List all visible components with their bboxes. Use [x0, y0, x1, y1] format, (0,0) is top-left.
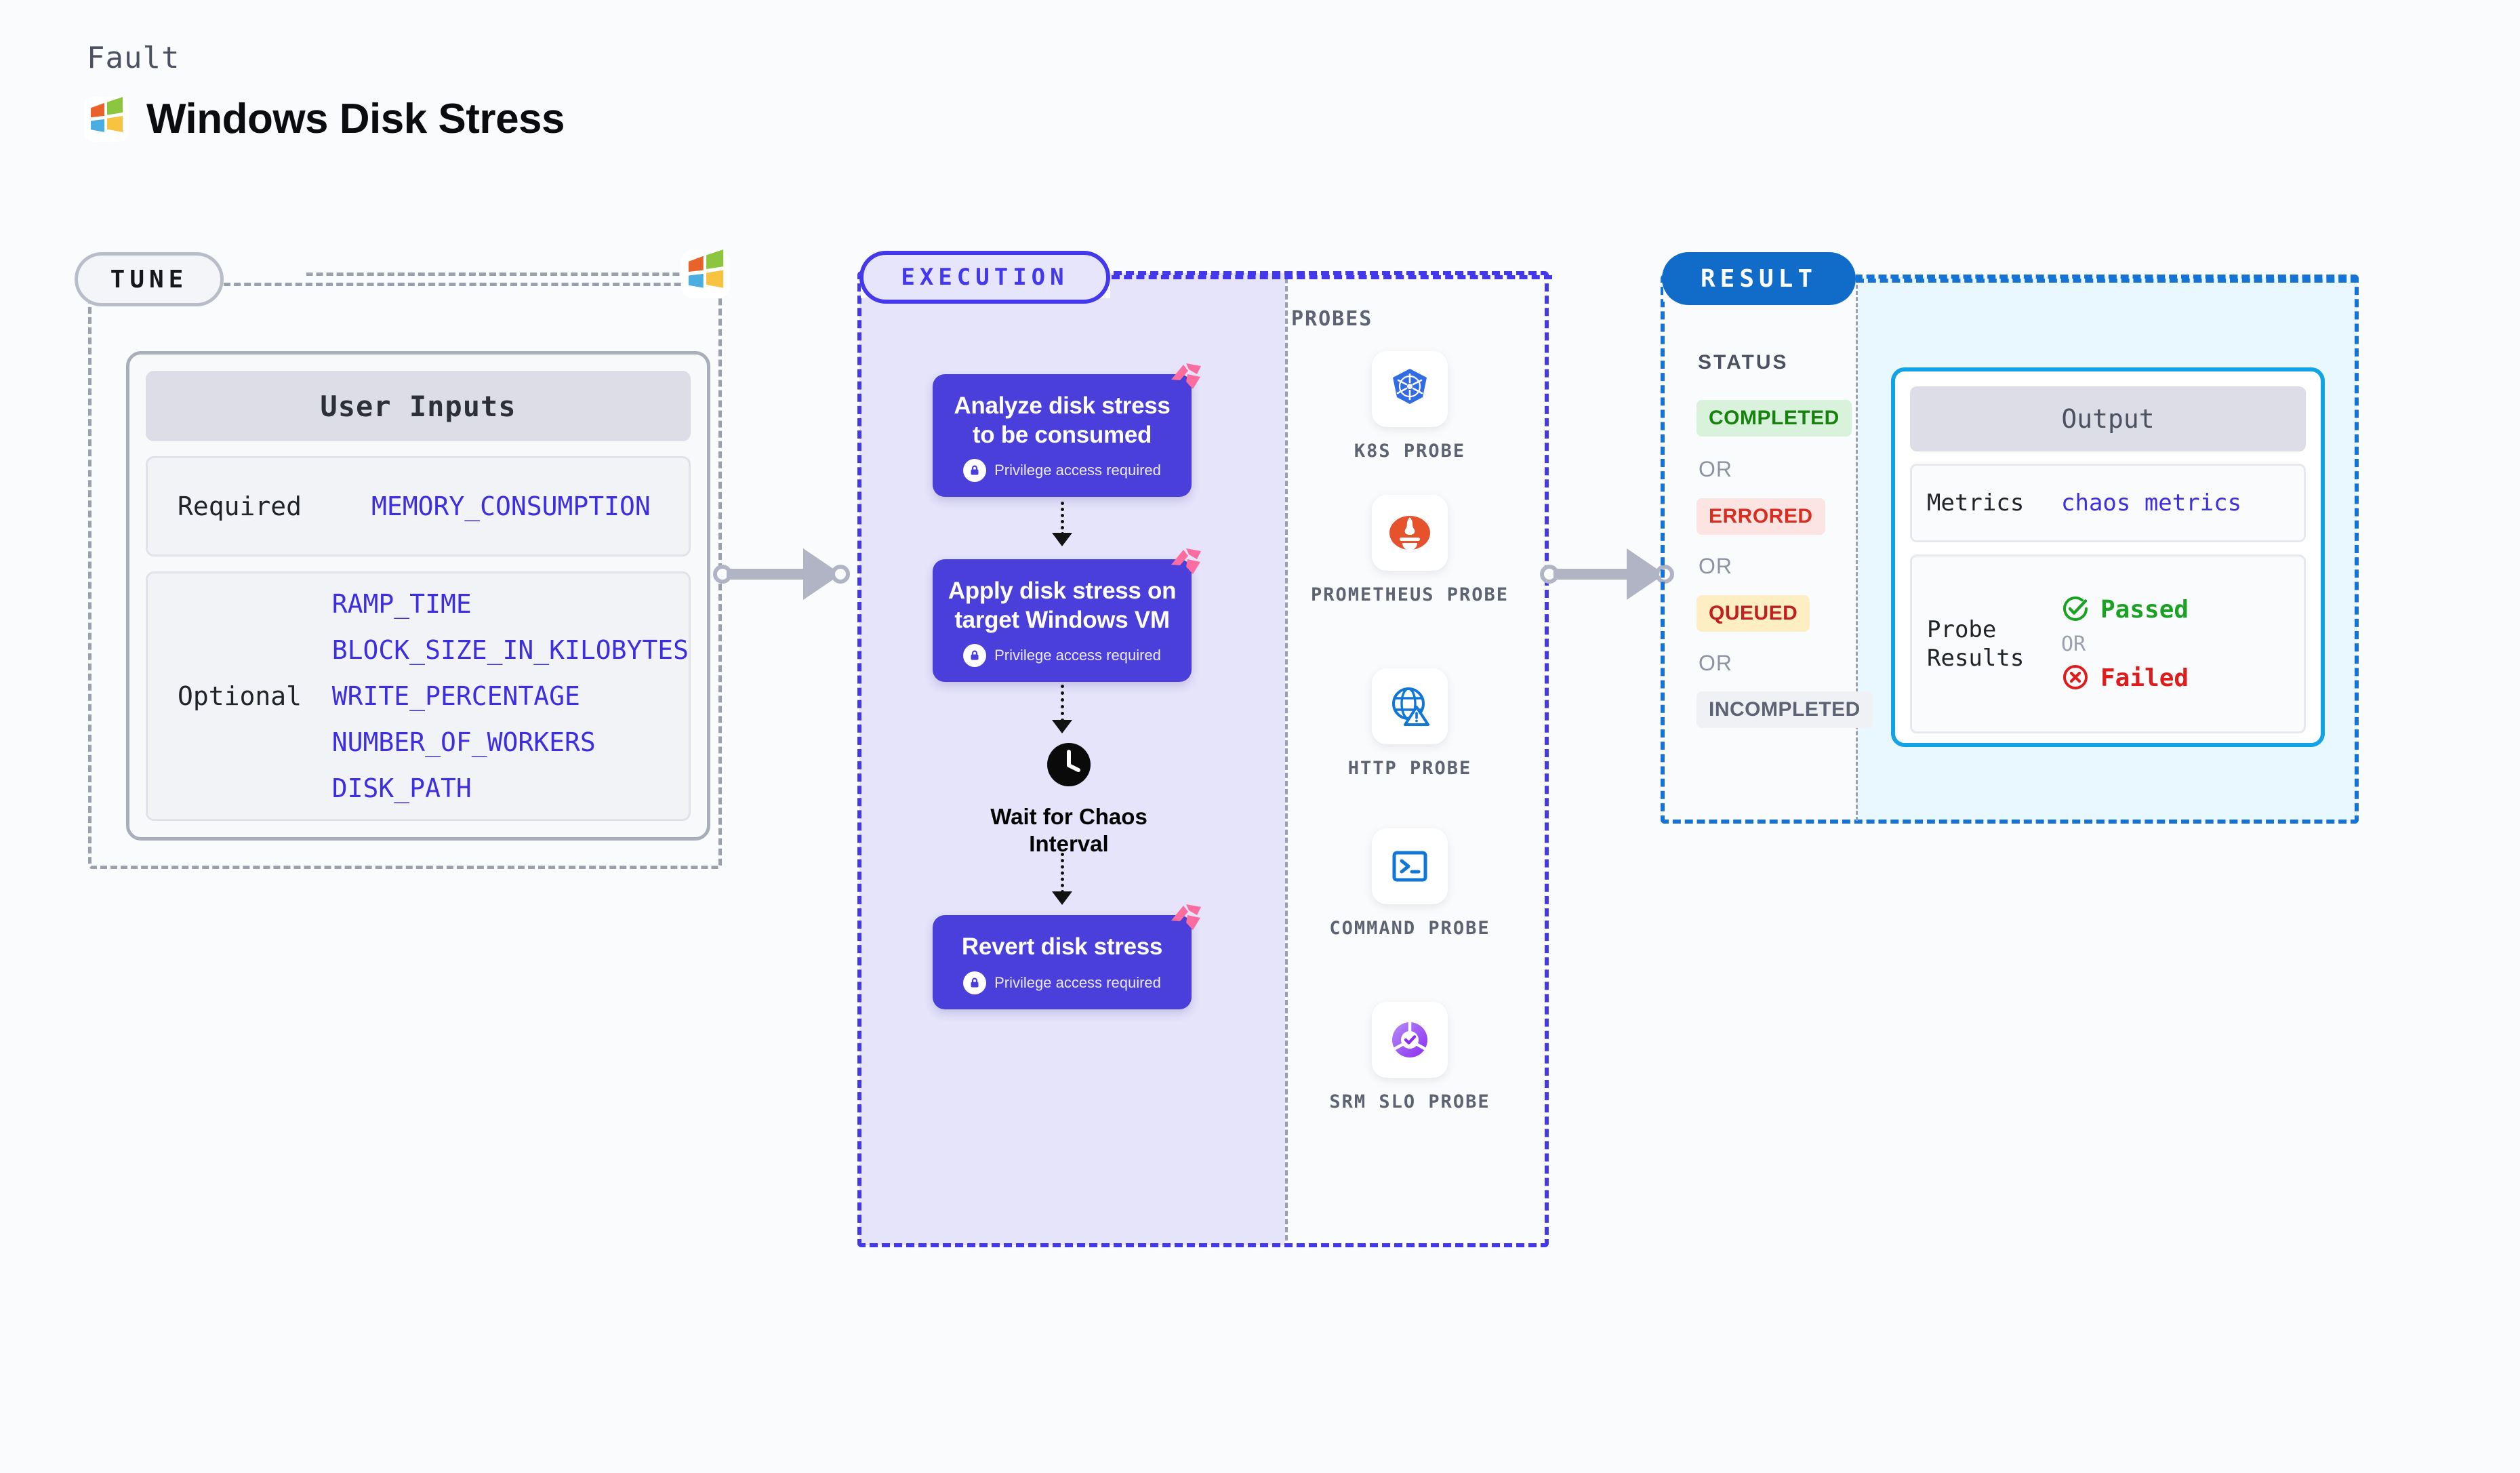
required-values: MEMORY_CONSUMPTION: [371, 491, 651, 521]
flow-line: [1061, 502, 1064, 536]
probe-result-failed: Failed: [2061, 663, 2189, 694]
execution-step-card[interactable]: Apply disk stress on target Windows VM P…: [933, 548, 1201, 683]
kubernetes-icon: [1372, 351, 1448, 427]
privilege-required-note: Privilege access required: [963, 644, 1161, 668]
output-title: Output: [1910, 386, 2306, 451]
page-title: Windows Disk Stress: [146, 96, 565, 142]
or-separator: OR: [1699, 554, 1732, 578]
result-panel: [1661, 275, 2359, 824]
lock-icon: [963, 459, 987, 483]
litmus-chaos-icon: [1167, 544, 1204, 584]
input-name: WRITE_PERCENTAGE: [331, 681, 580, 711]
execution-step-card[interactable]: Revert disk stress Privilege access requ…: [933, 904, 1201, 1009]
status-badge-errored: ERRORED: [1696, 498, 1825, 535]
execution-step-title: Analyze disk stress to be consumed: [954, 392, 1171, 448]
status-section-label: STATUS: [1698, 351, 1789, 374]
passed-text: Passed: [2100, 596, 2189, 624]
probe-results-label: Probe Results: [1927, 616, 2025, 672]
flow-arrow-icon: [1052, 720, 1072, 733]
tune-badge-connector: [224, 283, 712, 286]
output-row-probe-results: Probe Results Passed OR: [1910, 554, 2306, 733]
result-badge-connector: [1856, 279, 2359, 283]
probe-results-values: Passed OR Failed: [2061, 594, 2189, 694]
wait-for-chaos-interval-node: Wait for Chaos Interval: [988, 740, 1150, 858]
user-inputs-card: User Inputs Required MEMORY_CONSUMPTION …: [126, 351, 710, 841]
optional-values: RAMP_TIME BLOCK_SIZE_IN_KILOBYTES WRITE_…: [332, 589, 689, 803]
or-separator: OR: [1699, 457, 1732, 481]
input-name: DISK_PATH: [331, 773, 472, 803]
input-name: NUMBER_OF_WORKERS: [331, 727, 596, 757]
check-circle-icon: [2061, 594, 2090, 626]
probe-item-command[interactable]: COMMAND PROBE: [1305, 828, 1515, 940]
probe-label: SRM SLO PROBE: [1329, 1091, 1490, 1112]
user-inputs-row-required: Required MEMORY_CONSUMPTION: [146, 456, 691, 557]
x-circle-icon: [2061, 663, 2090, 694]
lock-icon: [963, 971, 987, 994]
privilege-text: Privilege access required: [994, 462, 1161, 479]
srm-slo-icon: [1372, 1002, 1448, 1078]
execution-badge-connector: [1112, 275, 1552, 279]
probe-result-passed: Passed: [2061, 594, 2189, 626]
windows-logo-icon: [84, 96, 129, 142]
required-label: Required: [178, 491, 302, 521]
result-badge: RESULT: [1662, 252, 1856, 305]
input-name: RAMP_TIME: [331, 589, 472, 619]
execution-step-title: Apply disk stress on target Windows VM: [948, 578, 1177, 633]
probe-item-http[interactable]: HTTP PROBE: [1305, 668, 1515, 780]
windows-platform-badge-icon: [681, 249, 730, 302]
flow-line: [1061, 685, 1064, 722]
privilege-text: Privilege access required: [994, 973, 1161, 991]
result-inner-divider: [1856, 279, 1858, 821]
probe-item-k8s[interactable]: K8S PROBE: [1305, 351, 1515, 463]
input-name: BLOCK_SIZE_IN_KILOBYTES: [331, 635, 689, 665]
user-inputs-title: User Inputs: [146, 371, 691, 441]
probe-item-prometheus[interactable]: PROMETHEUS PROBE: [1305, 495, 1515, 607]
fault-kicker-label: Fault: [87, 41, 180, 75]
metrics-label: Metrics: [1927, 489, 2025, 517]
flow-line: [1061, 853, 1064, 893]
privilege-text: Privilege access required: [994, 647, 1161, 664]
privilege-required-note: Privilege access required: [963, 459, 1161, 483]
output-row-metrics: Metrics chaos metrics: [1910, 464, 2306, 542]
clock-icon: [1044, 740, 1093, 792]
tune-badge: TUNE: [75, 252, 224, 306]
output-card: Output Metrics chaos metrics Probe Resul…: [1891, 367, 2325, 747]
privilege-required-note: Privilege access required: [963, 971, 1161, 994]
flow-arrow-icon: [1052, 891, 1072, 905]
lock-icon: [963, 644, 987, 668]
probe-item-srm-slo[interactable]: SRM SLO PROBE: [1305, 1002, 1515, 1114]
metrics-value: chaos metrics: [2061, 489, 2242, 517]
fault-title-row: Windows Disk Stress: [84, 95, 565, 143]
or-separator: OR: [1699, 651, 1732, 675]
status-badge-incompleted: INCOMPLETED: [1696, 691, 1873, 728]
execution-panel: [857, 271, 1549, 1247]
prometheus-icon: [1372, 495, 1448, 571]
status-badge-queued: QUEUED: [1696, 595, 1810, 632]
litmus-chaos-icon: [1167, 359, 1204, 399]
execution-step-card[interactable]: Analyze disk stress to be consumed Privi…: [933, 363, 1201, 498]
probes-divider: [1285, 278, 1288, 1240]
probe-label: K8S PROBE: [1354, 441, 1466, 462]
probe-label: COMMAND PROBE: [1329, 918, 1490, 939]
or-separator: OR: [2061, 632, 2086, 656]
user-inputs-row-optional: Optional RAMP_TIME BLOCK_SIZE_IN_KILOBYT…: [146, 571, 691, 821]
input-name: MEMORY_CONSUMPTION: [371, 491, 651, 521]
terminal-icon: [1372, 828, 1448, 904]
status-badge-completed: COMPLETED: [1696, 400, 1852, 437]
wait-node-label: Wait for Chaos Interval: [990, 804, 1147, 857]
probe-label: PROMETHEUS PROBE: [1310, 584, 1509, 605]
execution-step-title: Revert disk stress: [961, 933, 1163, 960]
execution-badge: EXECUTION: [859, 251, 1110, 304]
http-globe-warning-icon: [1372, 668, 1448, 744]
litmus-chaos-icon: [1167, 900, 1204, 940]
probe-label: HTTP PROBE: [1347, 758, 1472, 779]
flow-arrow-icon: [1052, 533, 1072, 546]
optional-label: Optional: [178, 681, 302, 711]
failed-text: Failed: [2100, 664, 2189, 692]
probes-section-label: PROBES: [1291, 307, 1373, 331]
